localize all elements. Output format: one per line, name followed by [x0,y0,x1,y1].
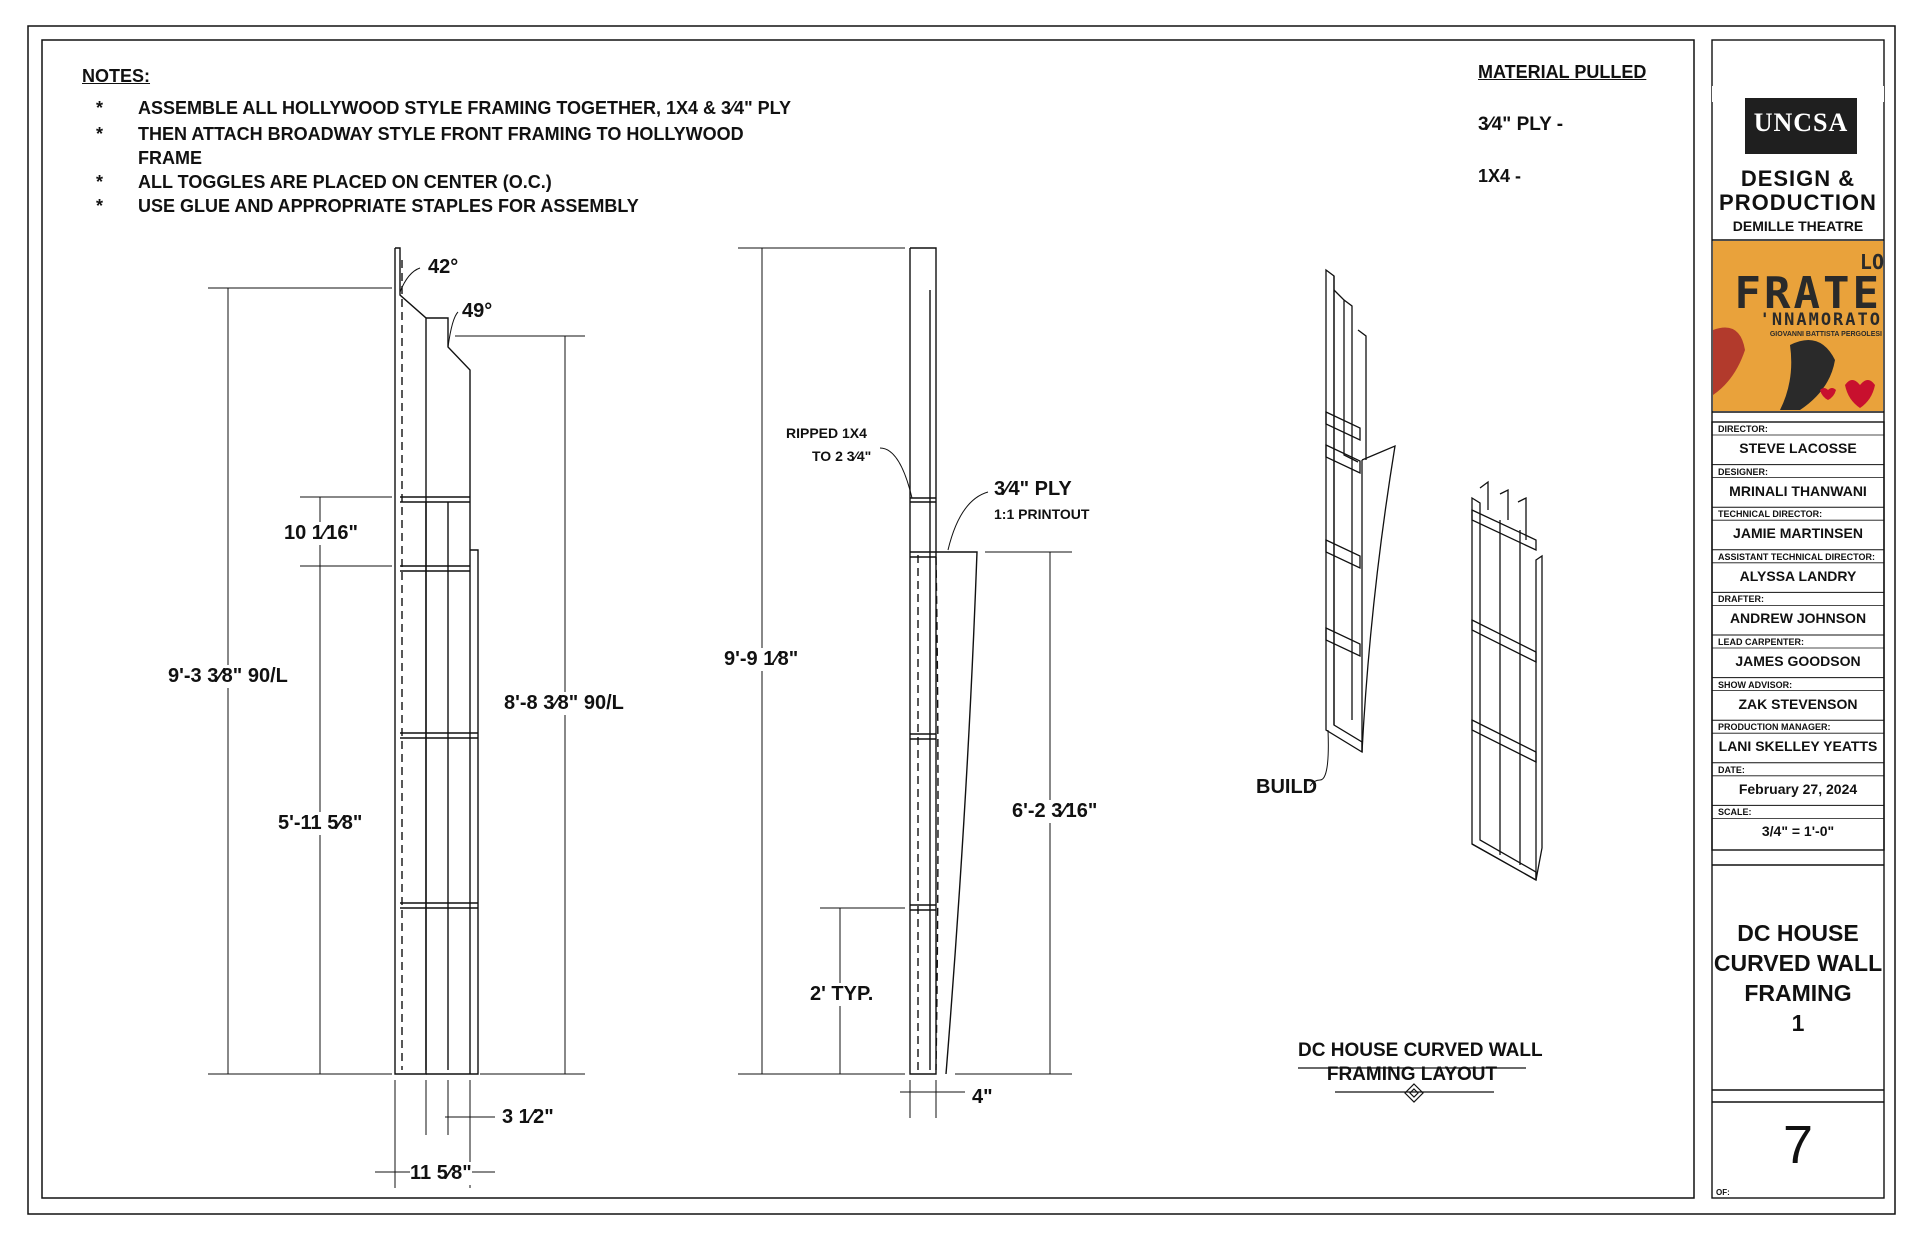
title-block-field-value: ZAK STEVENSON [1738,695,1858,712]
sheet-title-3: FRAMING [1744,980,1852,1006]
title-block-field-label: TECHNICAL DIRECTOR: [1718,509,1823,520]
drawing-border [41,39,1695,1199]
note-item: USE GLUE AND APPROPRIATE STAPLES FOR ASS… [138,196,639,216]
title-block-field-label: ASSISTANT TECHNICAL DIRECTOR: [1718,551,1876,562]
title-block-field-value: STEVE LACOSSE [1739,440,1857,456]
material-ply: 3⁄4" PLY - [1478,114,1564,135]
title-block-field-value: 3/4" = 1'-0" [1761,823,1835,840]
ripped-label: RIPPED 1X4 [786,425,867,441]
material-title: MATERIAL PULLED [1478,62,1647,82]
note-bullet: * [96,98,104,118]
title-block-field-label: DESIGNER: [1718,466,1769,477]
dim-overall-side: 9'-9 1⁄8" [724,648,799,671]
note-item: FRAME [138,148,202,168]
title-block-field-value: ANDREW JOHNSON [1729,610,1867,627]
notes-title: NOTES: [82,66,151,86]
note-bullet: * [96,172,104,192]
poster-title-2: FRATE [1734,268,1882,319]
material-1x4: 1X4 - [1478,166,1522,186]
title-block-field-label: SCALE: [1718,807,1752,818]
title-block-field-label: DRAFTER: [1718,594,1764,605]
title-block-field-value: ALYSSA LANDRY [1739,567,1857,584]
dim-width: 11 5⁄8" [410,1162,472,1185]
dim-short-front: 8'-8 3⁄8" 90/L [504,692,624,715]
of-label: OF: [1716,1188,1730,1197]
title-block-field-label: DATE: [1718,764,1745,775]
front-elevation [208,247,585,1188]
title-block-field-label: LEAD CARPENTER: [1718,637,1805,647]
poster-composer: GIOVANNI BATTISTA PERGOLESI [1769,331,1882,338]
view-title-symbol [1298,1067,1526,1103]
theatre-name: DEMILLE THEATRE [1732,218,1864,234]
sheet-title-1: DC HOUSE [1737,920,1859,946]
title-block-field-value: February 27, 2024 [1738,780,1858,797]
uncsa-logo: UNCSA [1753,108,1849,137]
dim-depth: 4" [972,1086,993,1108]
title-block-field-value: MRINALI THANWANI [1729,482,1867,499]
poster-title-3: 'NNAMORATO [1759,310,1882,330]
note-item: THEN ATTACH BROADWAY STYLE FRONT FRAMING… [138,124,744,144]
ripped-label-2: TO 2 3⁄4" [812,448,872,464]
build-label: BUILD [1256,776,1318,798]
dept-line1: DESIGN & [1740,166,1856,191]
title-block-field-value: JAMES GOODSON [1735,653,1861,669]
dim-stile: 3 1⁄2" [502,1106,554,1128]
outer-border [27,25,1896,1215]
sheet-title-2: CURVED WALL [1713,950,1883,976]
sheet-number: 7 [1782,1115,1814,1175]
note-item: ASSEMBLE ALL HOLLYWOOD STYLE FRAMING TOG… [138,98,791,118]
view-title-line2: FRAMING LAYOUT [1326,1064,1498,1085]
title-block-field-label: PRODUCTION MANAGER: [1718,722,1831,733]
side-section [738,247,1072,1118]
poster-art [1713,327,1875,410]
poster-title-1: LO [1859,250,1884,274]
note-item: ALL TOGGLES ARE PLACED ON CENTER (O.C.) [138,172,552,192]
uncsa-logo-bg [1745,98,1857,154]
dim-curve: 6'-2 3⁄16" [1012,800,1098,823]
title-block-field-label: DIRECTOR: [1718,424,1768,434]
title-block-field-label: SHOW ADVISOR: [1718,679,1793,690]
ply-label: 3⁄4" PLY [994,478,1072,500]
angle-42: 42° [428,256,459,278]
note-bullet: * [96,124,104,144]
title-block-field-value: JAMIE MARTINSEN [1733,525,1863,542]
angle-49: 49° [462,300,493,322]
dim-lower: 5'-11 5⁄8" [278,812,363,835]
dim-typ: 2' TYP. [810,983,874,1006]
view-title-line1: DC HOUSE CURVED WALL [1298,1040,1543,1061]
printout-label: 1:1 PRINTOUT [994,506,1090,522]
dim-toggle: 10 1⁄16" [284,522,358,545]
dim-overall-front: 9'-3 3⁄8" 90/L [168,665,288,688]
title-block-field-value: LANI SKELLEY YEATTS [1718,738,1878,755]
title-block-rows [1712,434,1884,819]
note-bullet: * [96,196,104,216]
dept-line2: PRODUCTION [1719,190,1877,215]
sheet-title-4: 1 [1791,1010,1805,1036]
iso-build-view [1309,268,1543,882]
